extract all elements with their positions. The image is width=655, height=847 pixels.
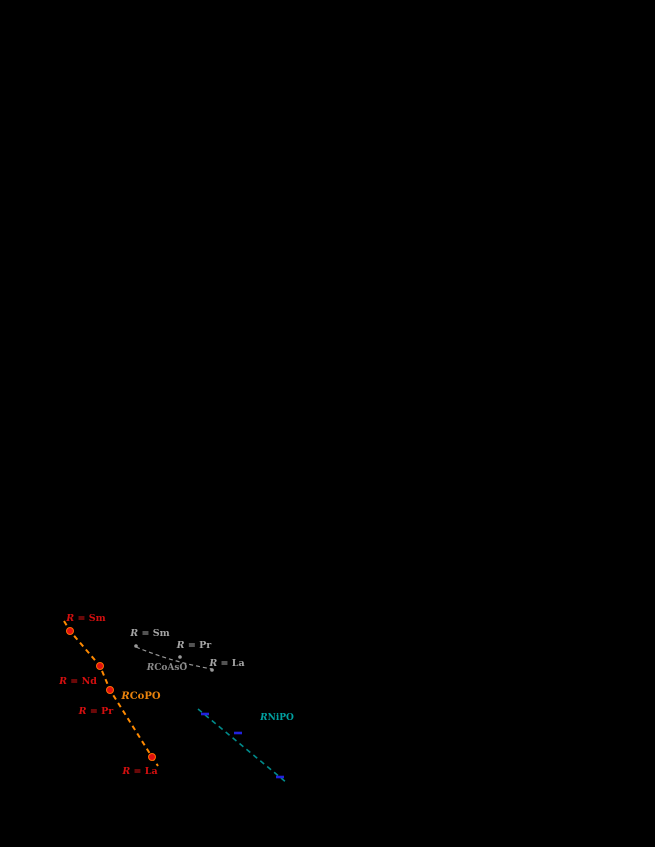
point-label: R = La [208,658,244,669]
series-line [135,646,213,670]
point-label: R = Pr [78,706,115,717]
data-point-marker [66,627,74,635]
data-point-marker [234,731,242,735]
point-label: R = Sm [129,628,169,639]
data-point-marker [106,686,114,694]
data-point-marker [201,712,209,716]
data-point-marker [210,668,214,672]
data-point-marker [178,655,182,659]
data-point-marker [276,775,284,779]
data-point-marker [134,644,138,648]
series-RCoPO: R = Sm R = Nd R = Pr R = La RCoPO [58,613,161,777]
series-RCoAsO: R = Sm R = Pr R = La RCoAsO [129,628,244,673]
point-label: R = Sm [65,613,105,624]
series-name-label: RNiPO [259,713,294,723]
series-name-label: RCoAsO [146,663,188,673]
data-point-marker [148,753,156,761]
point-label: R = La [121,766,157,777]
point-label: R = Nd [58,676,97,687]
data-point-marker [96,662,104,670]
point-label: R = Pr [176,640,213,651]
series-name-label: RCoPO [120,691,160,702]
series-RNiPO: RNiPO [197,708,294,784]
series-line [197,708,288,784]
